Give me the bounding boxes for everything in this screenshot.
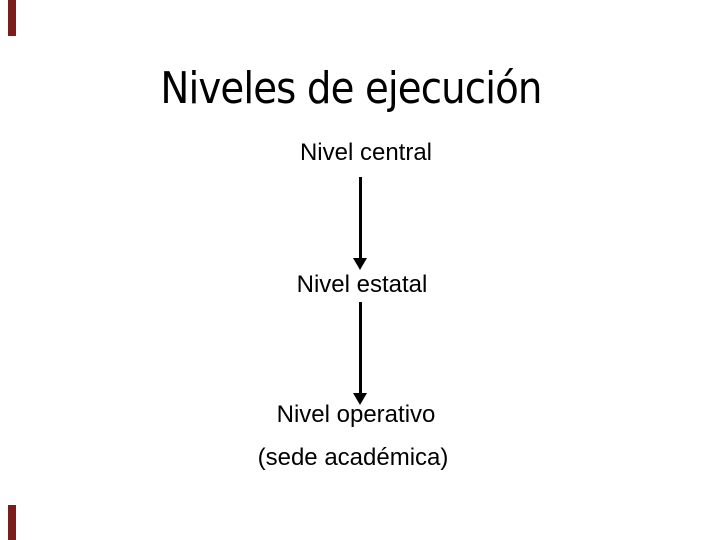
level-1-label: Nivel central bbox=[299, 139, 433, 166]
arrow-shaft bbox=[359, 302, 362, 394]
level-3-label: Nivel operativo bbox=[276, 401, 436, 428]
level-2-label: Nivel estatal bbox=[296, 271, 428, 298]
left-edge-accent-bar-bottom bbox=[8, 505, 16, 540]
arrow-down-icon bbox=[353, 258, 367, 270]
left-edge-accent-bar-top bbox=[8, 0, 16, 36]
level-3-sublabel: (sede académica) bbox=[257, 444, 449, 471]
arrow-down-icon bbox=[353, 393, 367, 405]
slide-title: Niveles de ejecución bbox=[160, 63, 542, 114]
arrow-shaft bbox=[359, 177, 362, 259]
